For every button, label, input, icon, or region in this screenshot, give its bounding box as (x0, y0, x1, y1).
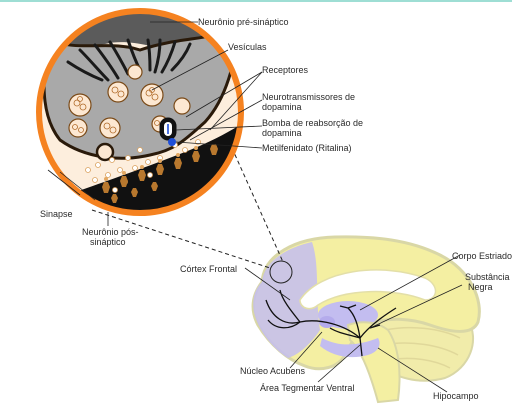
label-substantia-nigra-1: Substância (465, 272, 510, 282)
label-substantia-nigra-2: Negra (468, 282, 493, 292)
dopamine-pathways (265, 289, 397, 357)
label-vesicles: Vesículas (228, 42, 267, 52)
label-nucleus-accumbens: Núcleo Acubens (240, 366, 306, 376)
label-frontal-cortex: Córtex Frontal (180, 264, 237, 274)
label-hippocampus: Hipocampo (433, 391, 479, 401)
leader-lines (47, 21, 463, 393)
label-postsynaptic-neuron-2: sináptico (90, 237, 126, 247)
brain-illustration (251, 235, 481, 404)
label-dopamine-neurotransmitters-2: dopamina (262, 102, 302, 112)
label-dopamine-neurotransmitters-1: Neurotransmissores de (262, 92, 355, 102)
hippocampus-region (320, 338, 380, 358)
label-ventral-tegmental-area: Área Tegmentar Ventral (260, 383, 354, 393)
label-reuptake-pump-1: Bomba de reabsorção de (262, 118, 363, 128)
label-postsynaptic-neuron-1: Neurônio pós- (82, 227, 139, 237)
labels: Neurônio pré-sináptico Vesículas Recepto… (40, 17, 512, 401)
label-methylphenidate: Metilfenidato (Ritalina) (262, 143, 352, 153)
label-reuptake-pump-2: dopamina (262, 128, 302, 138)
synapse-zoom (36, 8, 244, 216)
methylphenidate-molecule (168, 138, 176, 146)
label-receptors: Receptores (262, 65, 309, 75)
label-presynaptic-neuron: Neurônio pré-sináptico (198, 17, 289, 27)
receptors-bound (104, 146, 198, 181)
receptors (102, 144, 218, 203)
zoom-dashed-line (231, 147, 284, 263)
label-striatum: Corpo Estriado (452, 251, 512, 261)
zoom-dashed-line (91, 209, 271, 269)
label-synapse: Sinapse (40, 209, 73, 219)
vesicles (68, 64, 191, 139)
reuptake-pump (159, 117, 177, 146)
zoom-origin-circle (269, 260, 293, 284)
